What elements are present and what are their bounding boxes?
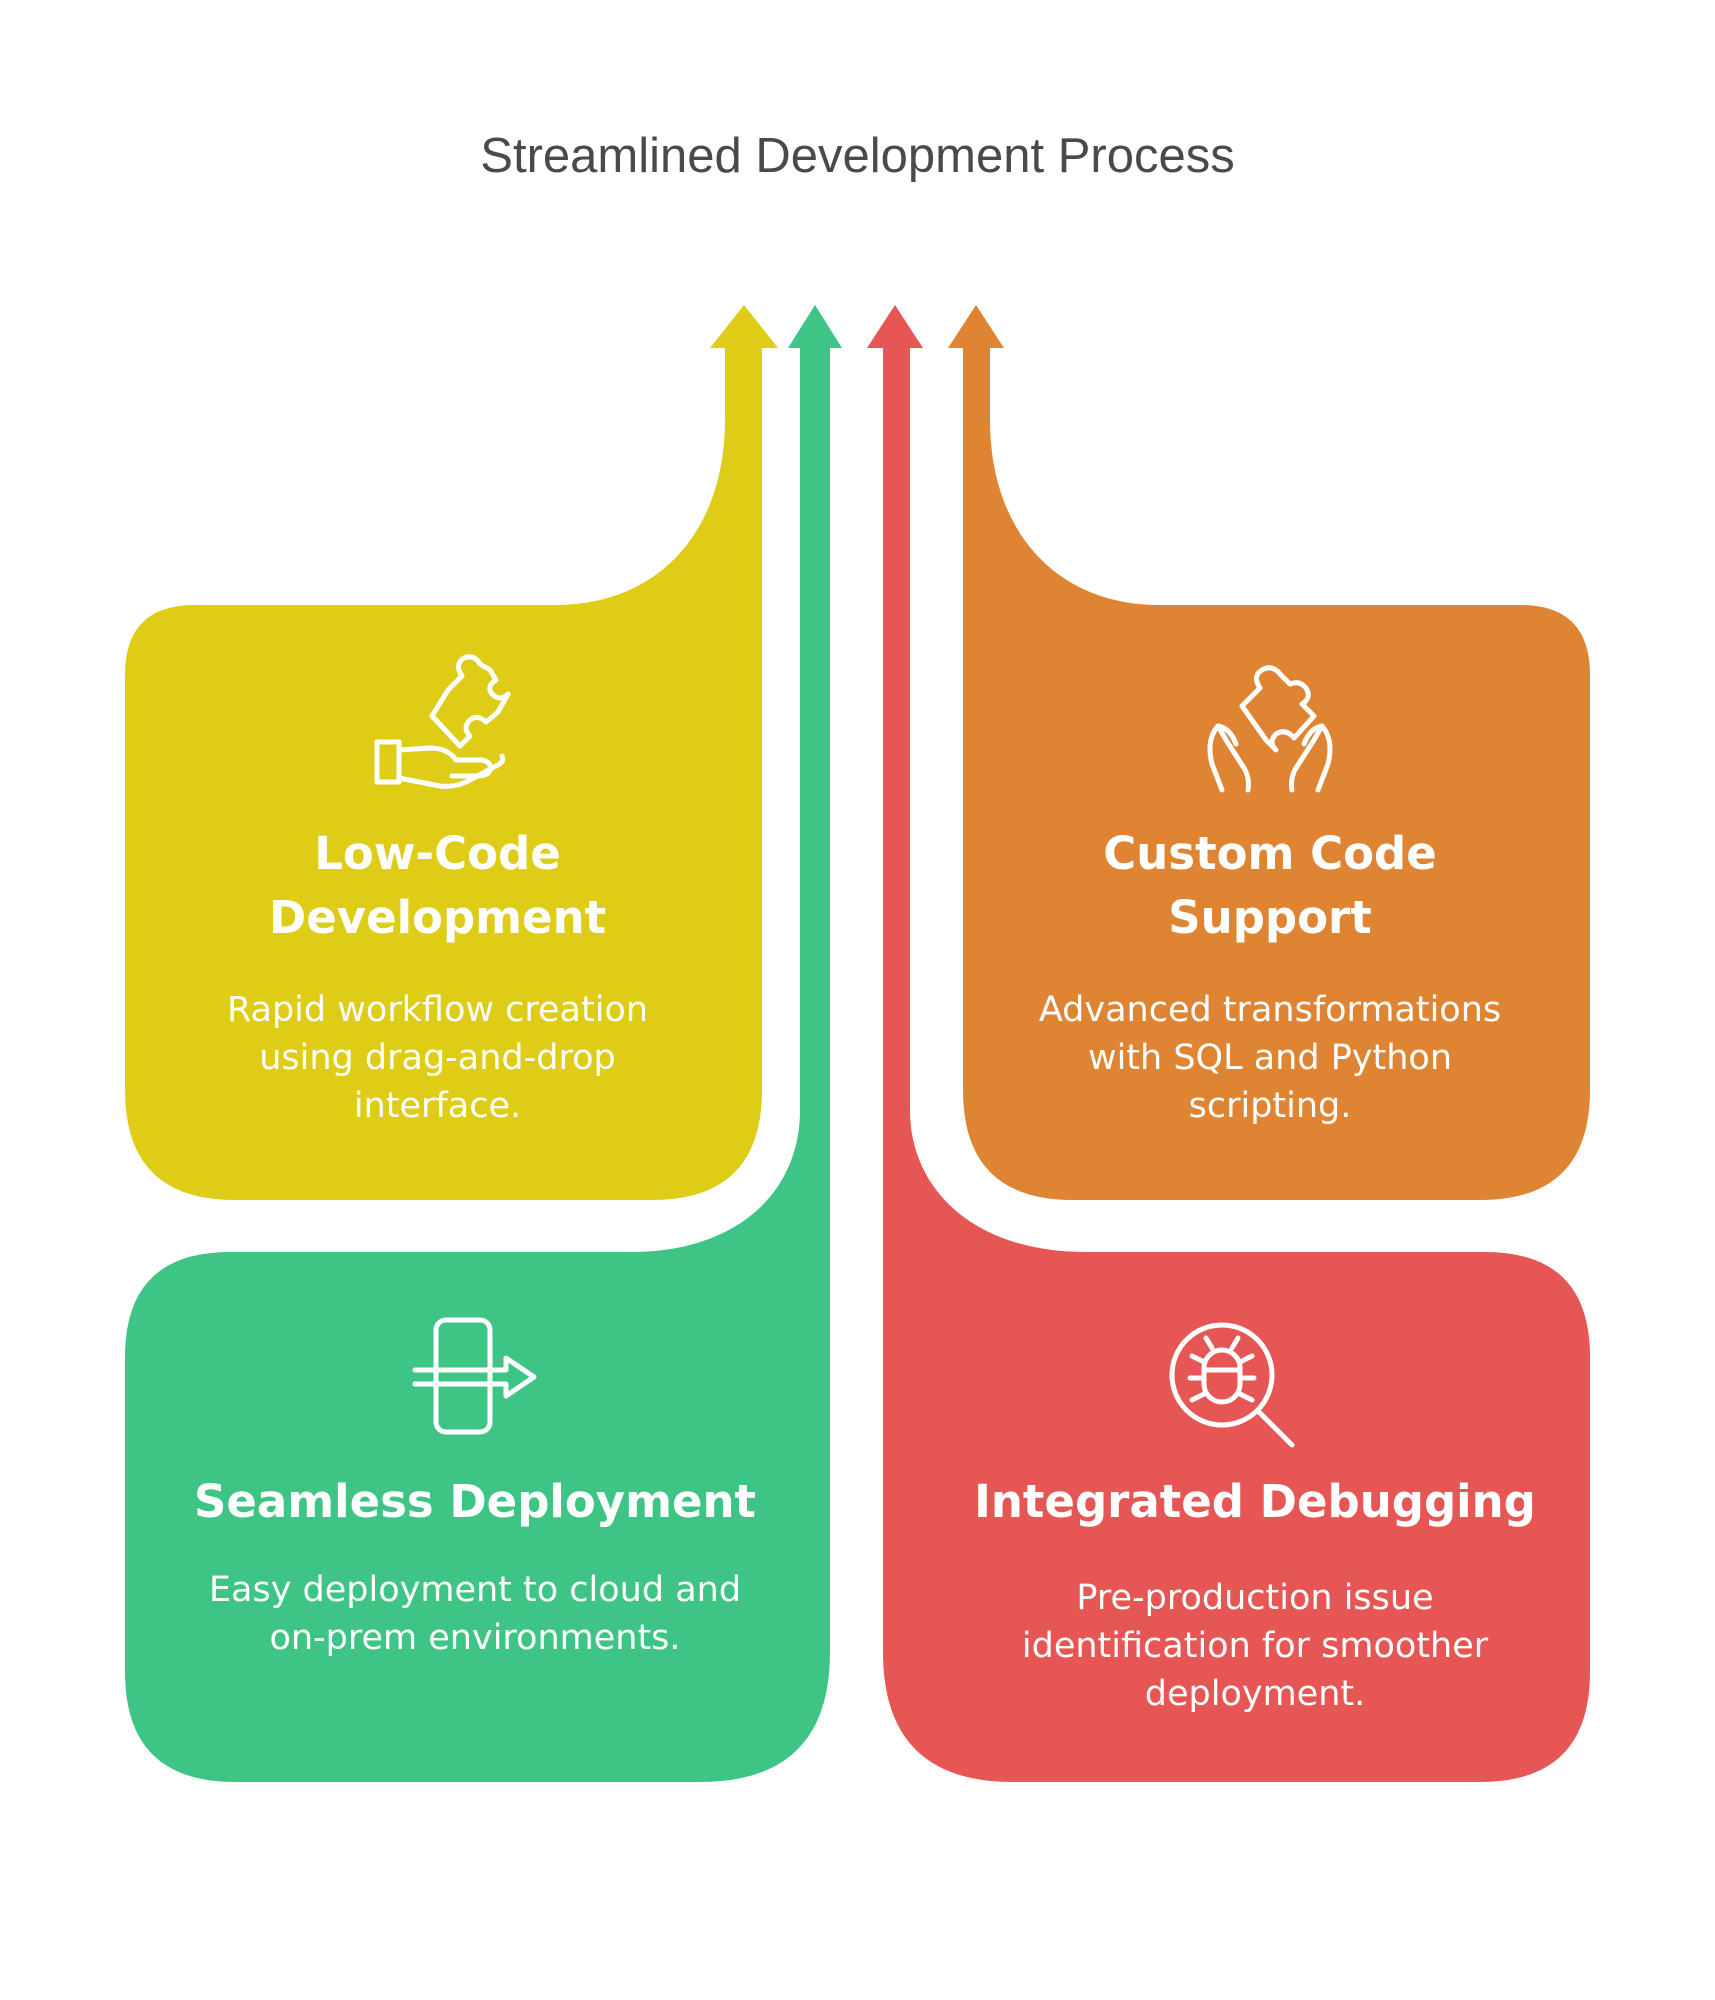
yellow-arrowhead [710, 305, 778, 348]
card-description: Easy deployment to cloud and on-prem env… [208, 1570, 742, 1658]
card-description: Rapid workflow creation using drag-and-d… [226, 990, 649, 1126]
hands-puzzle-icon [1207, 665, 1333, 793]
deployment-card: Seamless Deployment Easy deployment to c… [150, 1470, 800, 1662]
low-code-card: Low-Code Development Rapid workflow crea… [175, 822, 700, 1130]
card-title: Integrated Debugging [974, 1475, 1536, 1528]
card-description: Pre-production issue identification for … [1021, 1578, 1489, 1714]
deploy-arrow-icon [412, 1317, 537, 1435]
low-code-shape [125, 305, 778, 1200]
card-title: Low-Code Development [268, 827, 607, 944]
page-title: Streamlined Development Process [480, 129, 1235, 183]
deployment-shape [125, 305, 842, 1782]
debugging-shape [867, 305, 1590, 1782]
custom-code-card: Custom Code Support Advanced transformat… [1000, 822, 1540, 1130]
hand-puzzle-icon [374, 654, 511, 789]
red-arrowhead [867, 305, 923, 348]
debugging-card: Integrated Debugging Pre-production issu… [935, 1470, 1575, 1718]
card-title: Custom Code Support [1103, 827, 1437, 944]
card-description: Advanced transformations with SQL and Py… [1038, 990, 1502, 1126]
card-title: Seamless Deployment [193, 1475, 757, 1528]
orange-arrowhead [948, 305, 1004, 348]
green-arrowhead [788, 305, 842, 348]
custom-code-shape [948, 305, 1590, 1200]
bug-search-icon [1169, 1322, 1295, 1448]
